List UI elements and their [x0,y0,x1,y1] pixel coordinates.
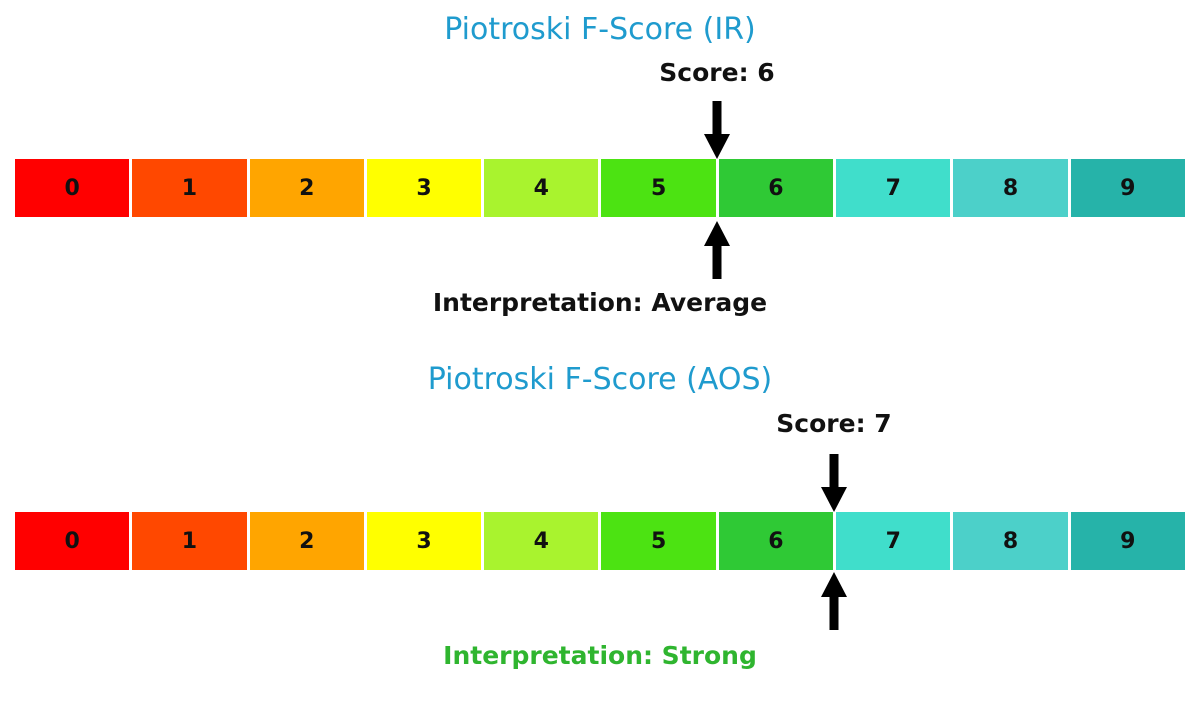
scale-cell: 3 [366,512,482,570]
scale-cell: 8 [953,159,1068,217]
up-arrow-icon [704,221,730,279]
fscore-chart-aos: Piotroski F-Score (AOS) Score: 7 0 1 2 3 4 5 6… [0,351,1200,702]
scale-cell-label: 5 [650,528,667,554]
chart-title: Piotroski F-Score (IR) [444,12,756,47]
scale-cell: 6 [718,159,834,217]
scale-cell-label: 1 [181,175,198,201]
scale-cell-label: 4 [533,528,549,554]
scale-cell: 1 [132,512,247,570]
scale-cell-label: 0 [64,528,80,554]
up-arrow-icon [821,572,847,630]
down-arrow-icon [704,101,730,159]
scale-cell-label: 3 [416,528,432,554]
scale-cell-label: 7 [885,528,901,554]
scale-cell: 7 [836,159,951,217]
scale-cell: 0 [15,512,130,570]
score-annotation: Score: 6 [659,58,775,87]
scale-cell: 2 [249,512,364,570]
down-arrow-icon [821,454,847,512]
score-scale-bar: 0 1 2 3 4 5 6 7 8 9 [15,159,1185,217]
scale-cell-label: 8 [1002,528,1019,554]
scale-cell-label: 7 [885,175,901,201]
scale-cell: 4 [484,159,599,217]
scale-cell-label: 3 [416,175,432,201]
interpretation-annotation: Interpretation: Strong [443,641,757,670]
scale-cell-label: 8 [1002,175,1019,201]
scale-cell-label: 0 [64,175,80,201]
scale-cell-label: 5 [650,175,667,201]
scale-cell: 2 [249,159,364,217]
scale-cell-label: 2 [299,528,315,554]
fscore-chart-ir: Piotroski F-Score (IR) Score: 6 0 1 2 3 4 5 6 7… [15,12,1185,317]
scale-cell: 8 [953,512,1068,570]
scale-cell: 9 [1070,512,1185,570]
scale-cell-label: 1 [181,528,198,554]
scale-cell-label: 6 [768,175,784,201]
scale-cell-label: 6 [768,528,784,554]
scale-cell: 9 [1070,159,1185,217]
scale-cell-label: 9 [1120,175,1136,201]
scale-cell: 5 [601,512,716,570]
scale-cell: 1 [132,159,247,217]
interpretation-annotation: Interpretation: Average [432,288,768,317]
score-annotation: Score: 7 [776,409,892,438]
scale-cell: 7 [836,512,951,570]
score-scale-bar: 0 1 2 3 4 5 6 7 8 9 [15,512,1185,570]
scale-cell: 6 [718,512,834,570]
scale-cell: 0 [15,159,130,217]
scale-cell-label: 2 [299,175,315,201]
scale-cell-label: 9 [1120,528,1136,554]
chart-title: Piotroski F-Score (AOS) [427,362,773,397]
scale-cell-label: 4 [533,175,549,201]
scale-cell: 4 [484,512,599,570]
scale-cell: 3 [366,159,482,217]
scale-cell: 5 [601,159,716,217]
